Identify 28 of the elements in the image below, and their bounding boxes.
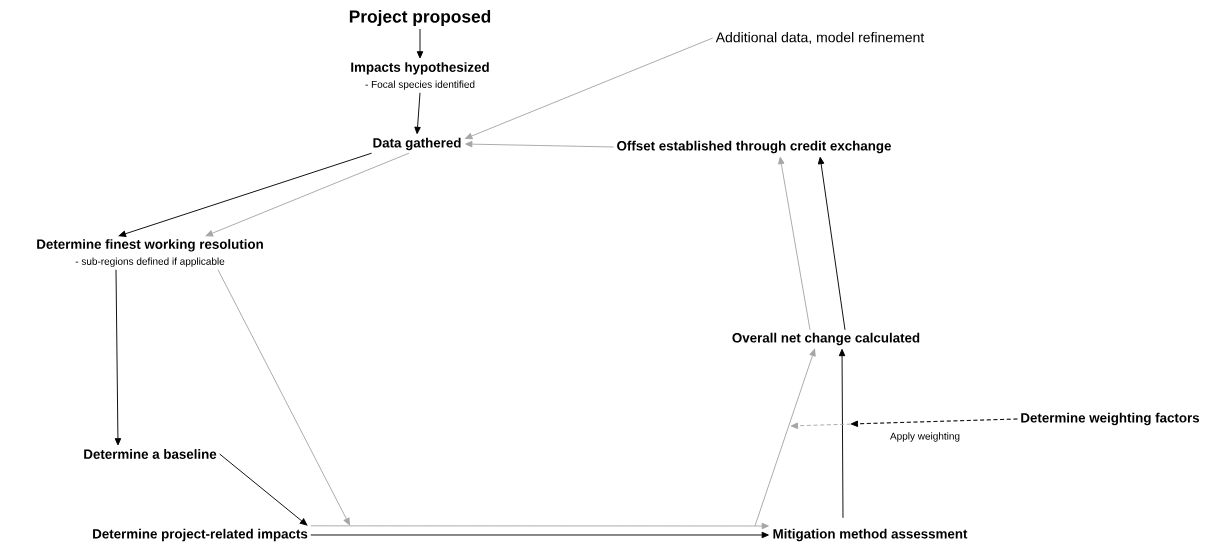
arrow (416, 28, 424, 59)
arrow (114, 269, 122, 446)
step-label: Data gathered (373, 137, 461, 151)
dashed-arrow (850, 418, 1018, 427)
step-label: Determine a baseline (84, 449, 217, 459)
arrow (838, 348, 846, 519)
step-label: Impacts hypothesized - Focal species identified (351, 62, 489, 90)
arrow (465, 140, 615, 148)
arrow (754, 348, 816, 527)
edge-label: Apply weighting (888, 431, 962, 443)
arrow (310, 522, 769, 530)
arrow (217, 269, 350, 526)
arrow (205, 152, 410, 237)
arrow (465, 37, 714, 140)
arrow (817, 156, 846, 331)
step-label: Overall net change calculated (732, 332, 920, 346)
step-label: Project proposed (349, 9, 491, 27)
arrow (414, 92, 421, 135)
arrow (118, 152, 373, 237)
step-label: Determine weighting factors (1021, 412, 1200, 426)
arrow (310, 531, 769, 539)
step-label: Determine project-related impacts (93, 528, 308, 542)
step-label: Offset established through credit exchange (617, 140, 891, 154)
step-label: Determine finest working resolution - sub-regions defined if applicable (37, 239, 263, 267)
step-label: Mitigation method assessment (773, 528, 968, 542)
arrow (219, 453, 308, 526)
note-label: Additional data, model refinement (715, 32, 925, 44)
arrow (778, 156, 811, 331)
